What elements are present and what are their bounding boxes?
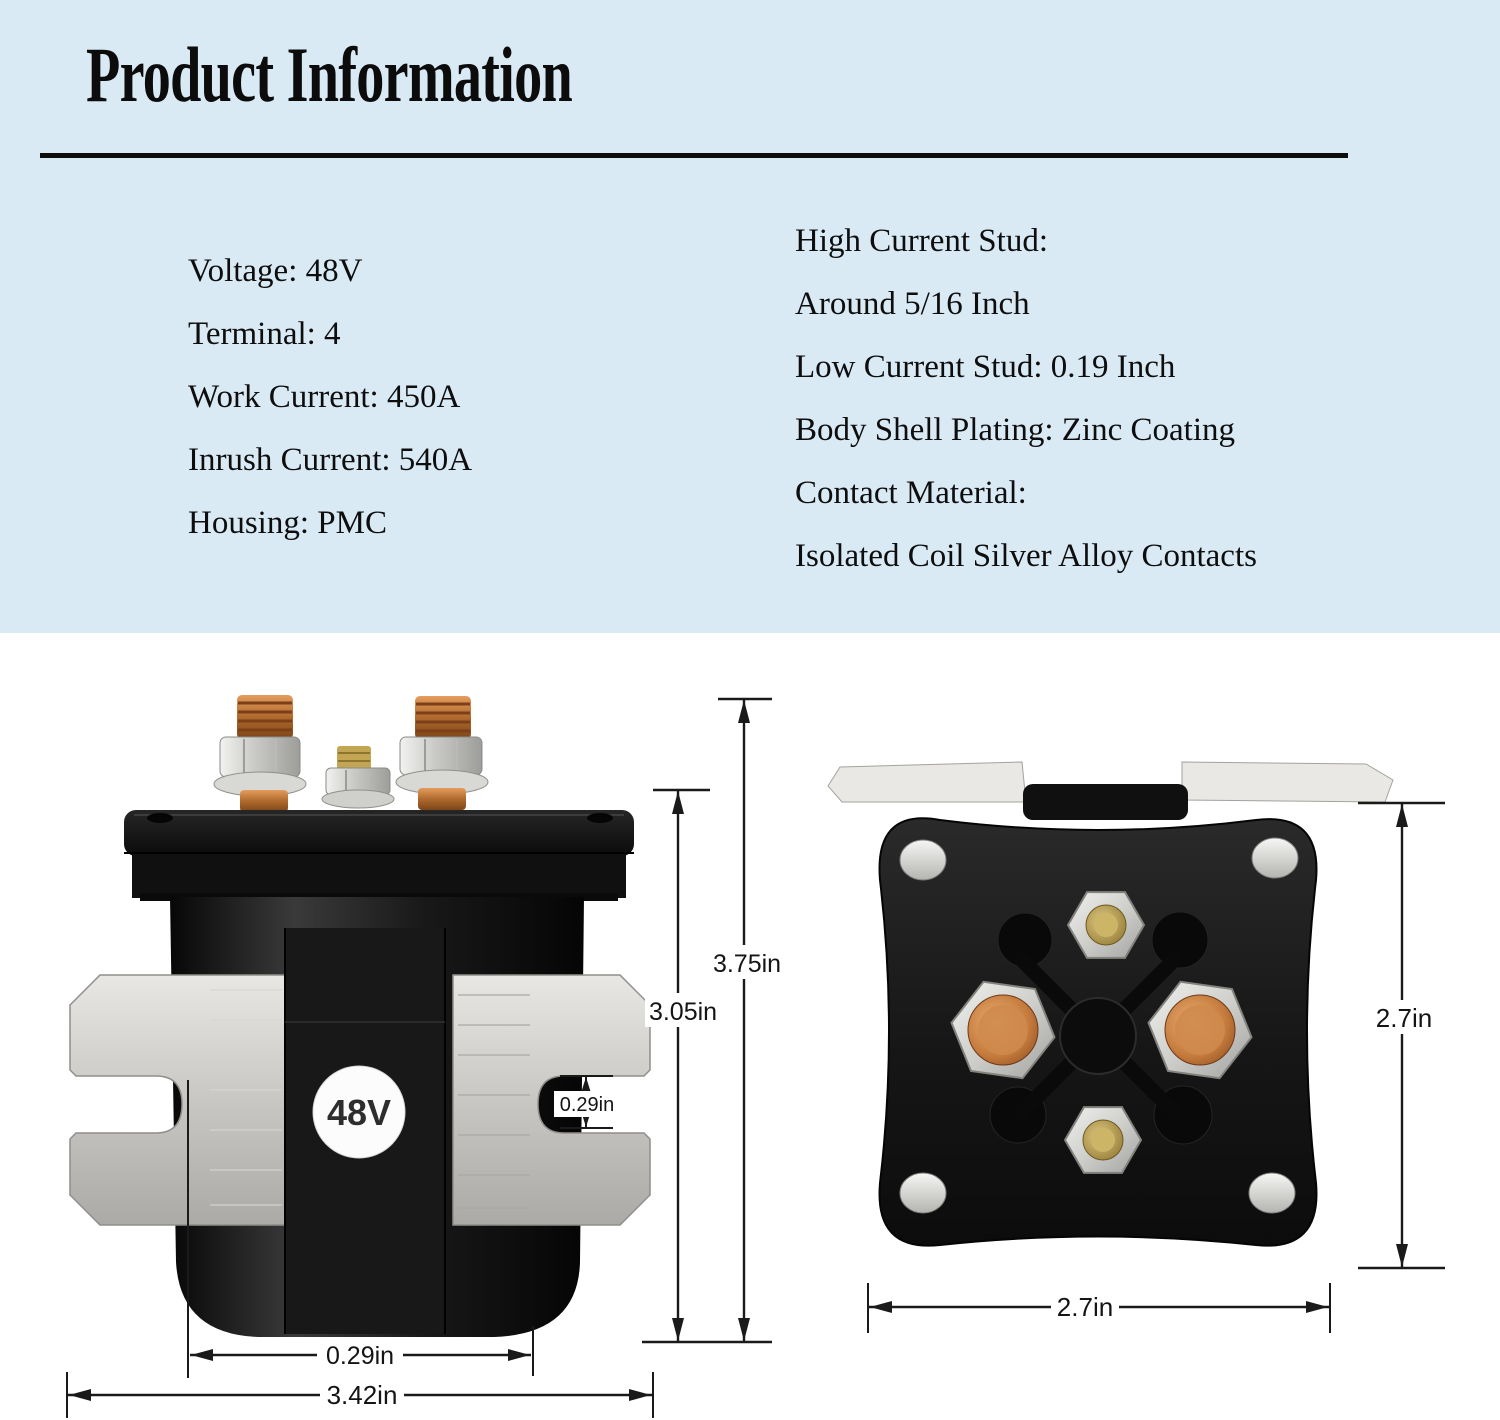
copper-stud-right — [395, 696, 489, 810]
copper-stud-right-top-view — [1147, 980, 1253, 1080]
label-stub-width: 0.29in — [326, 1342, 394, 1370]
brass-stud-top — [1066, 891, 1146, 959]
spec-contact-detail: Isolated Coil Silver Alloy Contacts — [795, 538, 1257, 574]
mounting-bracket-left — [69, 974, 288, 1226]
label-notch: 0.29in — [560, 1094, 615, 1116]
spec-body-shell-plating: Body Shell Plating: Zinc Coating — [795, 412, 1235, 448]
bracket-wing-left — [827, 761, 1027, 803]
spec-high-current-stud: High Current Stud: — [795, 223, 1048, 259]
brushed-texture-right — [458, 994, 530, 1209]
dimension-base-stub-width: 0.29in — [187, 1080, 534, 1378]
solenoid-side-view-photo: 48V — [69, 695, 651, 1337]
label-overall-height: 3.75in — [713, 950, 781, 978]
voltage-badge: 48V — [312, 1065, 406, 1159]
label-top-view-width: 2.7in — [1057, 1292, 1113, 1322]
center-x-pattern — [1014, 952, 1182, 1120]
small-coil-stud-center — [321, 746, 395, 809]
dimension-bracket-notch: 0.29in — [554, 1075, 620, 1129]
brushed-texture-left — [210, 989, 282, 1206]
label-body-height: 3.05in — [649, 998, 717, 1026]
copper-stud-left — [213, 695, 307, 812]
spec-low-current-stud: Low Current Stud: 0.19 Inch — [795, 349, 1176, 385]
label-total-width: 3.42in — [327, 1380, 398, 1410]
copper-stud-left-top-view — [950, 980, 1056, 1080]
spec-stud-size: Around 5/16 Inch — [795, 286, 1030, 322]
dimension-body-height: 3.05in — [645, 788, 721, 1341]
spec-work-current: Work Current: 450A — [188, 379, 461, 415]
bracket-center-tab — [1023, 784, 1188, 820]
dimension-top-view-height: 2.7in — [1358, 801, 1445, 1270]
title-underline — [40, 153, 1348, 158]
brass-stud-bottom — [1063, 1106, 1143, 1174]
label-top-view-height: 2.7in — [1376, 1003, 1432, 1033]
spec-terminal: Terminal: 4 — [188, 316, 341, 352]
spec-contact-material: Contact Material: — [795, 475, 1027, 511]
dimension-top-view-width: 2.7in — [867, 1283, 1331, 1333]
page-title: Product Information — [86, 31, 573, 118]
dimension-total-width: 3.42in — [66, 1372, 654, 1418]
spec-inrush-current: Inrush Current: 540A — [188, 442, 473, 478]
solenoid-top-view-photo — [827, 761, 1394, 1247]
header-banner: Product Information Voltage: 48V Termina… — [0, 0, 1500, 633]
spec-housing: Housing: PMC — [188, 505, 387, 541]
spec-list-right: High Current Stud: Around 5/16 Inch Low … — [795, 210, 1257, 588]
spec-list-left: Voltage: 48V Terminal: 4 Work Current: 4… — [188, 240, 472, 555]
spec-voltage: Voltage: 48V — [188, 253, 363, 289]
dimension-overall-height: 3.75in — [709, 697, 785, 1341]
corner-screws — [899, 837, 1299, 1214]
badge-48v-label: 48V — [327, 1092, 391, 1133]
